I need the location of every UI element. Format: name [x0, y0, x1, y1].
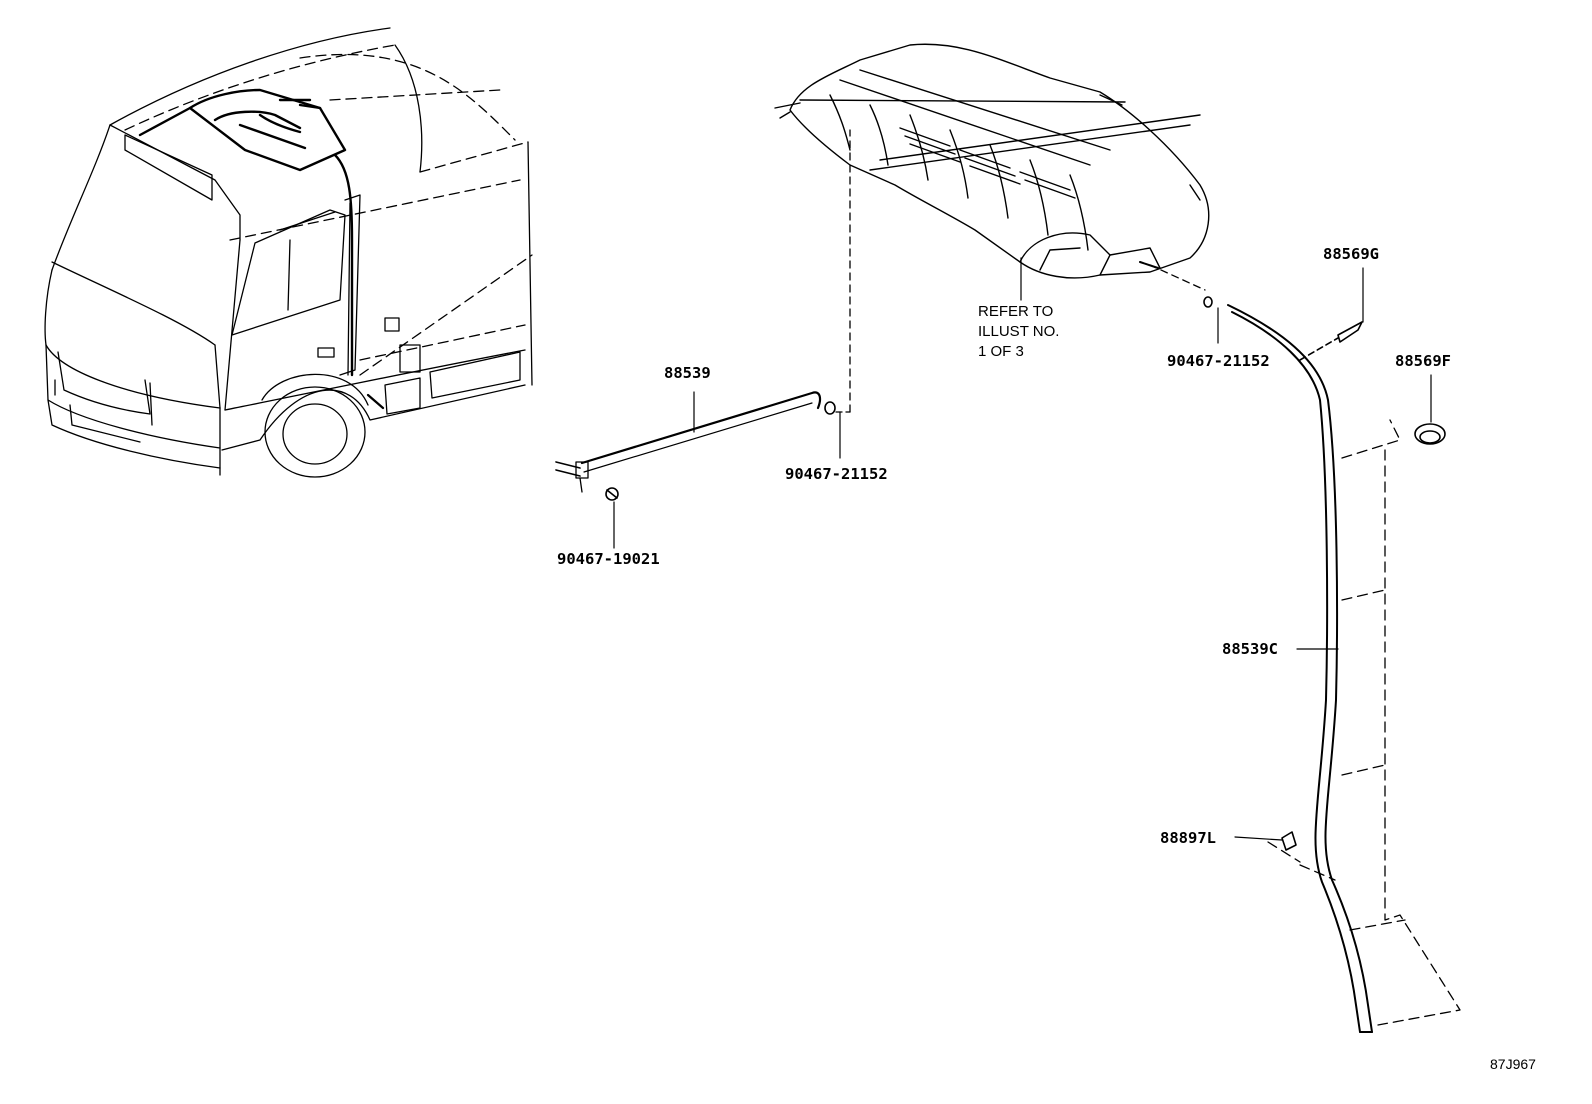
drain-hose-icon	[555, 391, 822, 493]
callout-88539: 88539	[664, 364, 711, 382]
callout-88897L: 88897L	[1160, 829, 1216, 847]
callout-90467-21152-left: 90467-21152	[785, 465, 888, 483]
clip-icon	[1281, 831, 1297, 851]
ac-unit-assembly-icon	[774, 43, 1210, 279]
callout-88569F: 88569F	[1395, 352, 1451, 370]
hose-clamp-icon	[605, 296, 1213, 501]
roof-ac-unit-icon	[138, 88, 347, 172]
callout-90467-21152-right: 90467-21152	[1167, 352, 1270, 370]
illustration-code: 87J967	[1490, 1056, 1536, 1072]
callout-88539C: 88539C	[1222, 640, 1278, 658]
hose-clamp-icon	[1414, 423, 1446, 445]
refer-note-line3: 1 OF 3	[978, 343, 1024, 360]
clip-icon	[1299, 321, 1363, 361]
refer-note: REFER TO ILLUST NO. 1 OF 3	[978, 302, 1059, 362]
refer-note-line1: REFER TO	[978, 303, 1054, 320]
callout-88569G: 88569G	[1323, 245, 1379, 263]
drain-hose-icon	[1227, 304, 1373, 1033]
bus-outline-icon	[44, 27, 533, 478]
body-outline-dashed	[1267, 419, 1461, 1026]
refer-note-line2: ILLUST NO.	[978, 323, 1060, 340]
callout-90467-19021: 90467-19021	[557, 550, 660, 568]
leader-lines	[613, 257, 1432, 841]
